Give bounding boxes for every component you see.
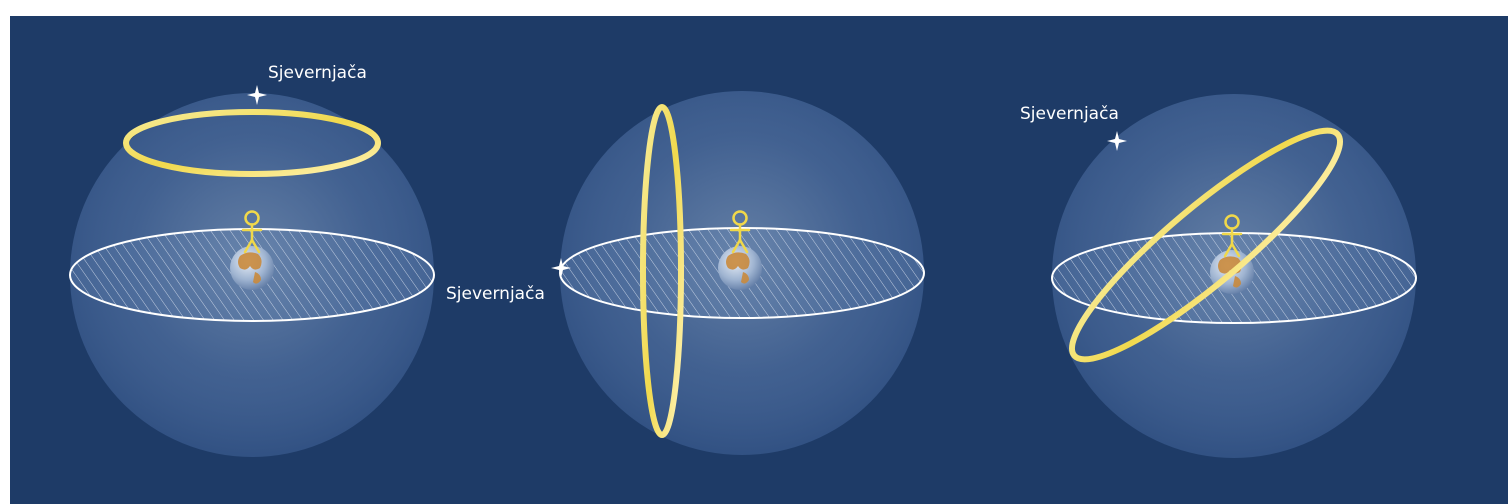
observer-figure-icon <box>241 210 263 254</box>
earth-globe-icon <box>718 246 762 290</box>
observer-figure-icon <box>729 210 751 254</box>
star-label: Sjevernjača <box>268 63 367 83</box>
star-label: Sjevernjača <box>446 284 545 304</box>
polaris-star-icon <box>551 258 571 278</box>
polaris-star-icon <box>1107 131 1127 151</box>
panel-equator-view: Sjevernjača <box>446 91 925 455</box>
celestial-equator-ring <box>123 109 381 177</box>
panel-mid-latitude-view: Sjevernjača <box>1020 94 1417 458</box>
panel-pole-view: Sjevernjača <box>69 63 435 457</box>
earth-globe-icon <box>230 246 274 290</box>
star-label: Sjevernjača <box>1020 104 1119 124</box>
celestial-equator-ring <box>1068 127 1344 363</box>
polaris-star-icon <box>247 85 267 105</box>
celestial-equator-ring <box>640 104 684 438</box>
observer-figure-icon <box>1221 214 1243 258</box>
